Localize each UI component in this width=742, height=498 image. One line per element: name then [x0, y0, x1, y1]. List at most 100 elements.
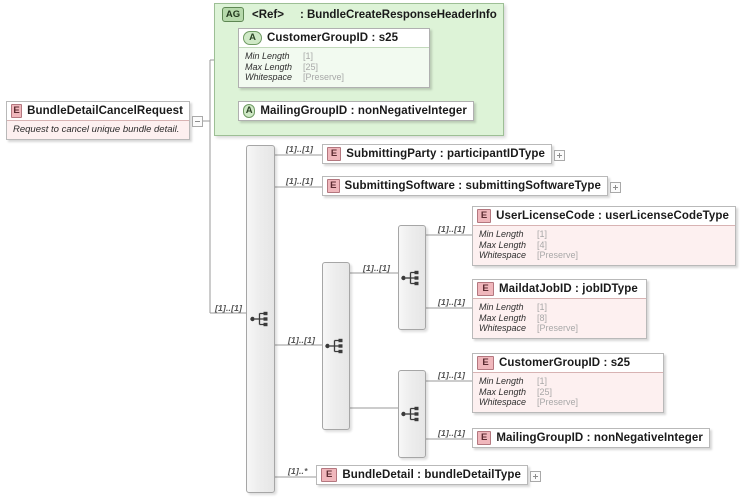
facet-key: Whitespace: [479, 323, 527, 333]
facet-list: Min Length [1] Max Length [25] Whitespac…: [473, 372, 663, 412]
element-customer-group-id[interactable]: E CustomerGroupID : s25 Min Length [1] M…: [472, 353, 664, 413]
attribute-header: A CustomerGroupID : s25: [239, 29, 429, 47]
facet-row: Whitespace [Preserve]: [479, 397, 657, 408]
facet-key: Max Length: [245, 61, 293, 72]
facet-value: [4]: [537, 239, 548, 250]
element-header: E BundleDetail : bundleDetailType: [317, 466, 527, 484]
facet-key: Min Length: [479, 376, 524, 386]
facet-row: Min Length [1]: [479, 302, 640, 313]
element-name: CustomerGroupID : s25: [499, 357, 631, 369]
expand-plus-button-submitting-party[interactable]: [554, 150, 565, 161]
sequence-icon: [401, 270, 419, 285]
element-badge-icon: E: [327, 179, 340, 193]
facet-value: [Preserve]: [537, 250, 579, 260]
attribute-group-badge-icon: AG: [222, 7, 244, 22]
facet-list: Min Length [1] Max Length [25] Whitespac…: [239, 47, 429, 87]
element-maildat-job-id[interactable]: E MaildatJobID : jobIDType Min Length [1…: [472, 279, 647, 339]
cardinality-label-user-license-code: [1]..[1]: [438, 224, 466, 234]
sequence-icon: [325, 338, 343, 354]
element-header: E MaildatJobID : jobIDType: [473, 280, 646, 298]
facet-key: Min Length: [245, 51, 290, 61]
element-bundle-detail-cancel-request[interactable]: E BundleDetailCancelRequest Request to c…: [6, 101, 190, 140]
cardinality-label-customer-group-id: [1]..[1]: [438, 370, 466, 380]
cardinality-label-sequence-upper: [1]..[1]: [363, 263, 391, 273]
attribute-name: MailingGroupID : nonNegativeInteger: [260, 105, 467, 117]
attribute-group-ref: <Ref>: [252, 8, 284, 21]
facet-key: Whitespace: [245, 72, 293, 82]
compositor-sequence-root[interactable]: [246, 145, 275, 493]
facet-list: Min Length [1] Max Length [8] Whitespace…: [473, 298, 646, 338]
facet-value: [1]: [303, 51, 314, 61]
element-header: E UserLicenseCode : userLicenseCodeType: [473, 207, 735, 225]
element-name: SubmittingParty : participantIDType: [346, 148, 545, 160]
attribute-mailing-group-id[interactable]: A MailingGroupID : nonNegativeInteger: [238, 101, 474, 121]
element-user-license-code[interactable]: E UserLicenseCode : userLicenseCodeType …: [472, 206, 736, 266]
element-name: BundleDetail : bundleDetailType: [342, 469, 521, 481]
element-badge-icon: E: [477, 431, 492, 445]
element-mailing-group-id[interactable]: E MailingGroupID : nonNegativeInteger: [472, 428, 710, 448]
element-header: E SubmittingSoftware : submittingSoftwar…: [323, 177, 607, 195]
facet-value: [Preserve]: [537, 323, 579, 333]
attribute-group-name: : BundleCreateResponseHeaderInfo: [299, 8, 497, 21]
element-badge-icon: E: [477, 209, 492, 223]
facet-value: [8]: [537, 312, 548, 323]
element-name: BundleDetailCancelRequest: [27, 105, 183, 117]
element-badge-icon: E: [477, 282, 494, 296]
attribute-name: CustomerGroupID : s25: [267, 32, 399, 44]
compositor-sequence-lower[interactable]: [398, 370, 426, 458]
element-submitting-party[interactable]: E SubmittingParty : participantIDType: [322, 144, 552, 164]
attribute-badge-icon: A: [243, 104, 256, 118]
facet-key: Min Length: [479, 302, 524, 312]
facet-value: [1]: [537, 376, 548, 386]
facet-value: [25]: [303, 61, 319, 72]
facet-key: Whitespace: [479, 397, 527, 407]
element-badge-icon: E: [477, 356, 494, 370]
facet-row: Max Length [4]: [479, 240, 729, 251]
cardinality-label-submitting-software: [1]..[1]: [286, 176, 314, 186]
facet-value: [25]: [537, 386, 553, 397]
attribute-group-header: AG <Ref> : BundleCreateResponseHeaderInf…: [215, 4, 503, 22]
element-bundle-detail[interactable]: E BundleDetail : bundleDetailType: [316, 465, 528, 485]
expand-plus-button-submitting-software[interactable]: [610, 182, 621, 193]
element-name: MailingGroupID : nonNegativeInteger: [496, 432, 703, 444]
element-badge-icon: E: [321, 468, 338, 482]
element-header: E CustomerGroupID : s25: [473, 354, 663, 372]
attribute-header: A MailingGroupID : nonNegativeInteger: [239, 102, 473, 120]
collapse-minus-button[interactable]: [192, 116, 203, 127]
element-badge-icon: E: [327, 147, 342, 161]
facet-row: Max Length [25]: [479, 387, 657, 398]
cardinality-label-sequence-root: [1]..[1]: [215, 303, 243, 313]
facet-row: Max Length [8]: [479, 313, 640, 324]
facet-key: Min Length: [479, 229, 524, 239]
cardinality-label-mailing-group-id: [1]..[1]: [438, 428, 466, 438]
element-submitting-software[interactable]: E SubmittingSoftware : submittingSoftwar…: [322, 176, 608, 196]
element-name: UserLicenseCode : userLicenseCodeType: [496, 210, 729, 222]
facet-key: Whitespace: [479, 250, 527, 260]
sequence-icon: [401, 406, 419, 422]
sequence-icon: [249, 311, 267, 327]
compositor-sequence-upper[interactable]: [398, 225, 426, 330]
facet-row: Max Length [25]: [245, 62, 423, 73]
facet-row: Min Length [1]: [479, 229, 729, 240]
expand-plus-button-bundle-detail[interactable]: [530, 471, 541, 482]
element-header: E SubmittingParty : participantIDType: [323, 145, 551, 163]
facet-value: [1]: [537, 302, 548, 312]
element-name: SubmittingSoftware : submittingSoftwareT…: [344, 180, 601, 192]
facet-row: Min Length [1]: [479, 376, 657, 387]
element-header: E BundleDetailCancelRequest: [7, 102, 189, 120]
facet-value: [1]: [537, 229, 548, 239]
facet-key: Max Length: [479, 386, 527, 397]
facet-row: Whitespace [Preserve]: [479, 323, 640, 334]
cardinality-label-submitting-party: [1]..[1]: [286, 144, 314, 154]
cardinality-label-sequence-middle: [1]..[1]: [288, 335, 316, 345]
facet-list: Min Length [1] Max Length [4] Whitespace…: [473, 225, 735, 265]
attribute-customer-group-id[interactable]: A CustomerGroupID : s25 Min Length [1] M…: [238, 28, 430, 88]
element-badge-icon: E: [11, 104, 23, 118]
facet-key: Max Length: [479, 312, 527, 323]
facet-row: Whitespace [Preserve]: [479, 250, 729, 261]
facet-value: [Preserve]: [303, 72, 345, 82]
facet-row: Min Length [1]: [245, 51, 423, 62]
compositor-sequence-middle[interactable]: [322, 262, 350, 430]
cardinality-label-maildat-job-id: [1]..[1]: [438, 297, 466, 307]
